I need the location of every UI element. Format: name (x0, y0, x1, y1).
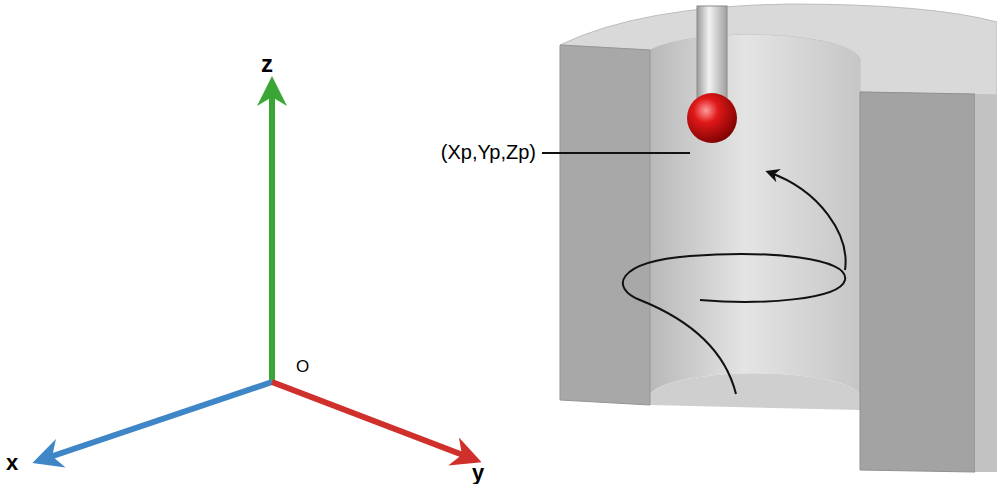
point-label: (Xp,Yp,Zp) (441, 142, 536, 162)
axis-label: O (296, 358, 309, 375)
leader-line (542, 152, 690, 154)
cutaway-part (560, 4, 997, 472)
spiral-arrow (768, 172, 846, 270)
axis-label: z (261, 52, 273, 76)
axes (38, 82, 476, 461)
probe (687, 6, 737, 143)
axis-label: x (6, 452, 18, 474)
spiral-path (623, 254, 845, 394)
axis-label: y (472, 462, 484, 484)
